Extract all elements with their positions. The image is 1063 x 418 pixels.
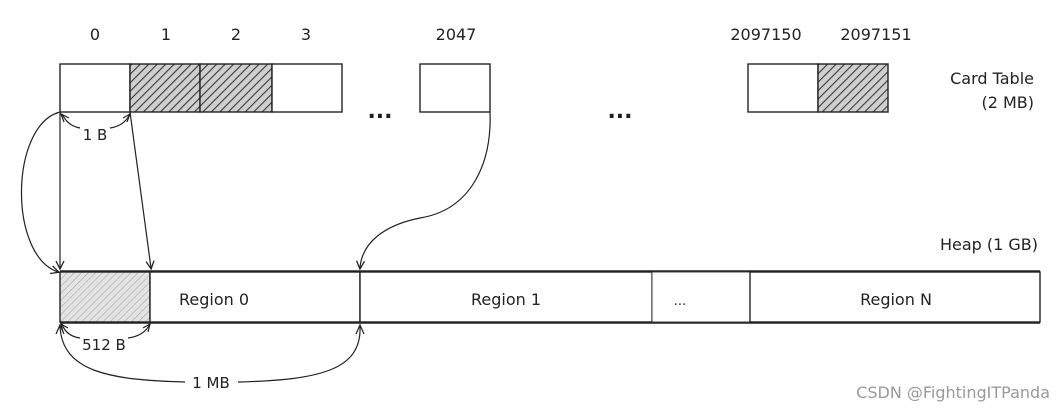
card-1-arrow <box>129 111 151 268</box>
heap-region-n-label: Region N <box>860 290 932 309</box>
heap-label: Heap (1 GB) <box>940 235 1038 254</box>
card-index-2047: 2047 <box>436 25 477 44</box>
heap-card-area <box>59 271 151 323</box>
card-table-size-label: (2 MB) <box>981 93 1034 112</box>
card-0-curved-arrow <box>20 111 60 272</box>
card-ellipsis-right: ... <box>607 99 632 124</box>
card-table-label: Card Table <box>950 69 1034 88</box>
card-cell-0 <box>59 63 131 113</box>
heap-region-0-label: Region 0 <box>179 290 249 309</box>
heap-region-0 <box>149 271 361 323</box>
card-span-label: 512 B <box>82 336 126 354</box>
card-2047-arrow <box>360 111 491 268</box>
card-index-0: 0 <box>90 25 100 44</box>
heap-region-1-label: Region 1 <box>471 290 541 309</box>
card-size-bracket-right-arrow <box>122 112 132 123</box>
card-ellipsis-left: ... <box>367 99 392 124</box>
heap-region-ellipsis-label: ... <box>674 294 686 309</box>
region-span-bracket <box>59 325 361 383</box>
card-cell-2097150 <box>747 63 819 113</box>
card-cell-2097151-dirty <box>817 63 889 113</box>
card-index-1: 1 <box>161 25 171 44</box>
card-index-2: 2 <box>231 25 241 44</box>
heap-region-ellipsis <box>651 271 751 323</box>
region-span-bracket-left-arrow <box>55 323 65 335</box>
card-size-label: 1 B <box>83 126 108 144</box>
card-size-bracket-left-arrow <box>59 112 70 123</box>
card-index-2097151: 2097151 <box>840 25 911 44</box>
card-cell-1-dirty <box>129 63 201 113</box>
region-span-label: 1 MB <box>192 374 230 392</box>
card-cell-3 <box>271 63 343 113</box>
region-span-bracket-right-arrow <box>355 323 365 335</box>
card-cell-2-dirty <box>199 63 273 113</box>
heap-region-1 <box>359 271 653 323</box>
card-index-3: 3 <box>301 25 311 44</box>
card-cell-2047 <box>419 63 491 113</box>
card-index-2097150: 2097150 <box>730 25 801 44</box>
watermark: CSDN @FightingITPanda <box>856 383 1050 402</box>
card-span-bracket <box>61 323 151 339</box>
heap-region-n <box>749 271 1041 323</box>
card-span-bracket-right-arrow <box>142 322 151 333</box>
